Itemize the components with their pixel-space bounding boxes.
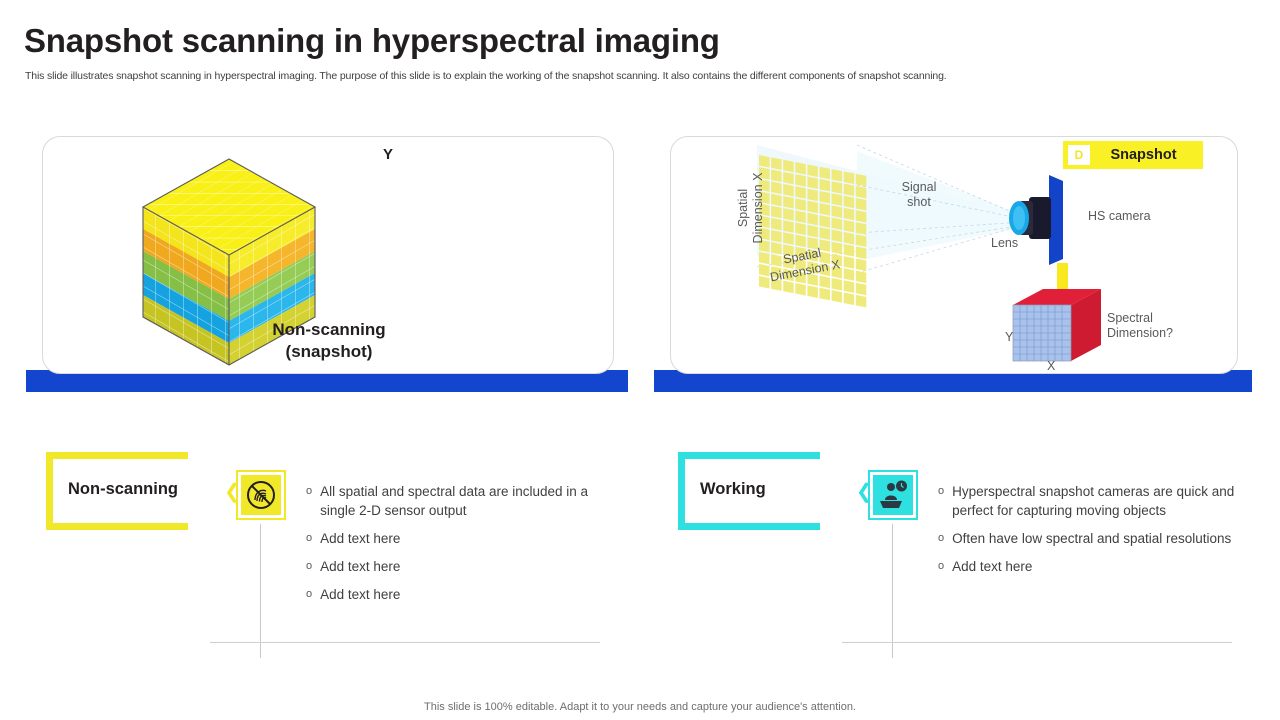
list-item: o Add text here: [306, 529, 626, 548]
bullet-text: Add text here: [952, 559, 1033, 574]
signal-shot-label: Signal shot: [896, 180, 942, 210]
hs-camera-label: HS camera: [1088, 209, 1151, 223]
non-scanning-category-label: Non-scanning: [68, 480, 178, 498]
left-diagram-caption: Non-scanning (snapshot): [179, 319, 479, 363]
list-item: o All spatial and spectral data are inclu…: [306, 482, 626, 520]
bullet-marker-icon: o: [938, 532, 945, 544]
non-scanning-horizontal-divider: [210, 642, 600, 643]
no-scan-icon: [241, 475, 281, 515]
working-vertical-divider: [892, 524, 893, 658]
snapshot-badge-letter: D: [1068, 145, 1090, 165]
bullet-text: Add text here: [320, 559, 401, 574]
bullet-marker-icon: o: [306, 560, 313, 572]
page-subtitle: This slide illustrates snapshot scanning…: [25, 70, 947, 82]
snapshot-badge: D Snapshot: [1063, 141, 1203, 169]
bullet-marker-icon: o: [938, 485, 945, 497]
bullet-marker-icon: o: [306, 532, 313, 544]
bullet-marker-icon: o: [306, 485, 313, 497]
working-category-box: [678, 452, 820, 530]
right-diagram-card: [670, 136, 1238, 374]
snapshot-optics-diagram: [756, 144, 1101, 362]
bullet-text: Add text here: [320, 587, 401, 602]
list-item: o Add text here: [938, 557, 1258, 576]
spectral-cube-graphic: [1012, 289, 1101, 362]
signal-line1: Signal: [901, 180, 937, 194]
left-diagram-card: Non-scanning (snapshot): [42, 136, 614, 374]
right-card-accent-bar: [654, 370, 1252, 392]
working-bullet-list: o Hyperspectral snapshot cameras are quic…: [938, 482, 1258, 585]
non-scanning-icon-tile[interactable]: [236, 470, 286, 520]
working-horizontal-divider: [842, 642, 1232, 643]
spatial-vertical-line1: Spatial: [736, 188, 750, 228]
bullet-text: Often have low spectral and spatial reso…: [952, 531, 1232, 546]
left-caption-line2: (snapshot): [285, 342, 373, 361]
working-icon-tile[interactable]: [868, 470, 918, 520]
person-desk-clock-icon: [873, 475, 913, 515]
signal-line2: shot: [907, 195, 931, 209]
hs-camera-graphic: [1009, 175, 1063, 265]
spatial-dimension-vertical-label: Spatial Dimension X: [736, 158, 766, 258]
list-item: o Add text here: [306, 585, 626, 604]
spectral-dimension-label: Spectral Dimension?: [1107, 311, 1173, 341]
non-scanning-bullet-list: o All spatial and spectral data are inclu…: [306, 482, 626, 613]
left-card-accent-bar: [26, 370, 628, 392]
working-category-label: Working: [700, 480, 766, 498]
bullet-text: Add text here: [320, 531, 401, 546]
footer-note: This slide is 100% editable. Adapt it to…: [424, 701, 856, 713]
bullet-text: All spatial and spectral data are includ…: [320, 484, 589, 518]
spatial-vertical-line2: Dimension X: [751, 172, 765, 244]
list-item: o Often have low spectral and spatial res…: [938, 529, 1258, 548]
spectral-line2: Dimension?: [1107, 326, 1174, 340]
non-scanning-cube-diagram: [141, 158, 317, 366]
bullet-marker-icon: o: [938, 560, 945, 572]
page-title: Snapshot scanning in hyperspectral imagi…: [24, 22, 720, 59]
spectral-line1: Spectral: [1107, 311, 1153, 325]
list-item: o Add text here: [306, 557, 626, 576]
lens-label: Lens: [991, 236, 1019, 250]
left-diagram-axis-y-label: Y: [383, 146, 394, 163]
list-item: o Hyperspectral snapshot cameras are quic…: [938, 482, 1258, 520]
snapshot-badge-title: Snapshot: [1110, 147, 1177, 163]
bullet-marker-icon: o: [306, 588, 313, 600]
bullet-text: Hyperspectral snapshot cameras are quick…: [952, 484, 1235, 518]
non-scanning-category-box: [46, 452, 188, 530]
spectral-cube-axis-x-label: X: [1047, 359, 1056, 373]
spectral-cube-axis-y-label: Y: [1005, 330, 1014, 344]
left-caption-line1: Non-scanning: [272, 320, 386, 339]
non-scanning-vertical-divider: [260, 524, 261, 658]
